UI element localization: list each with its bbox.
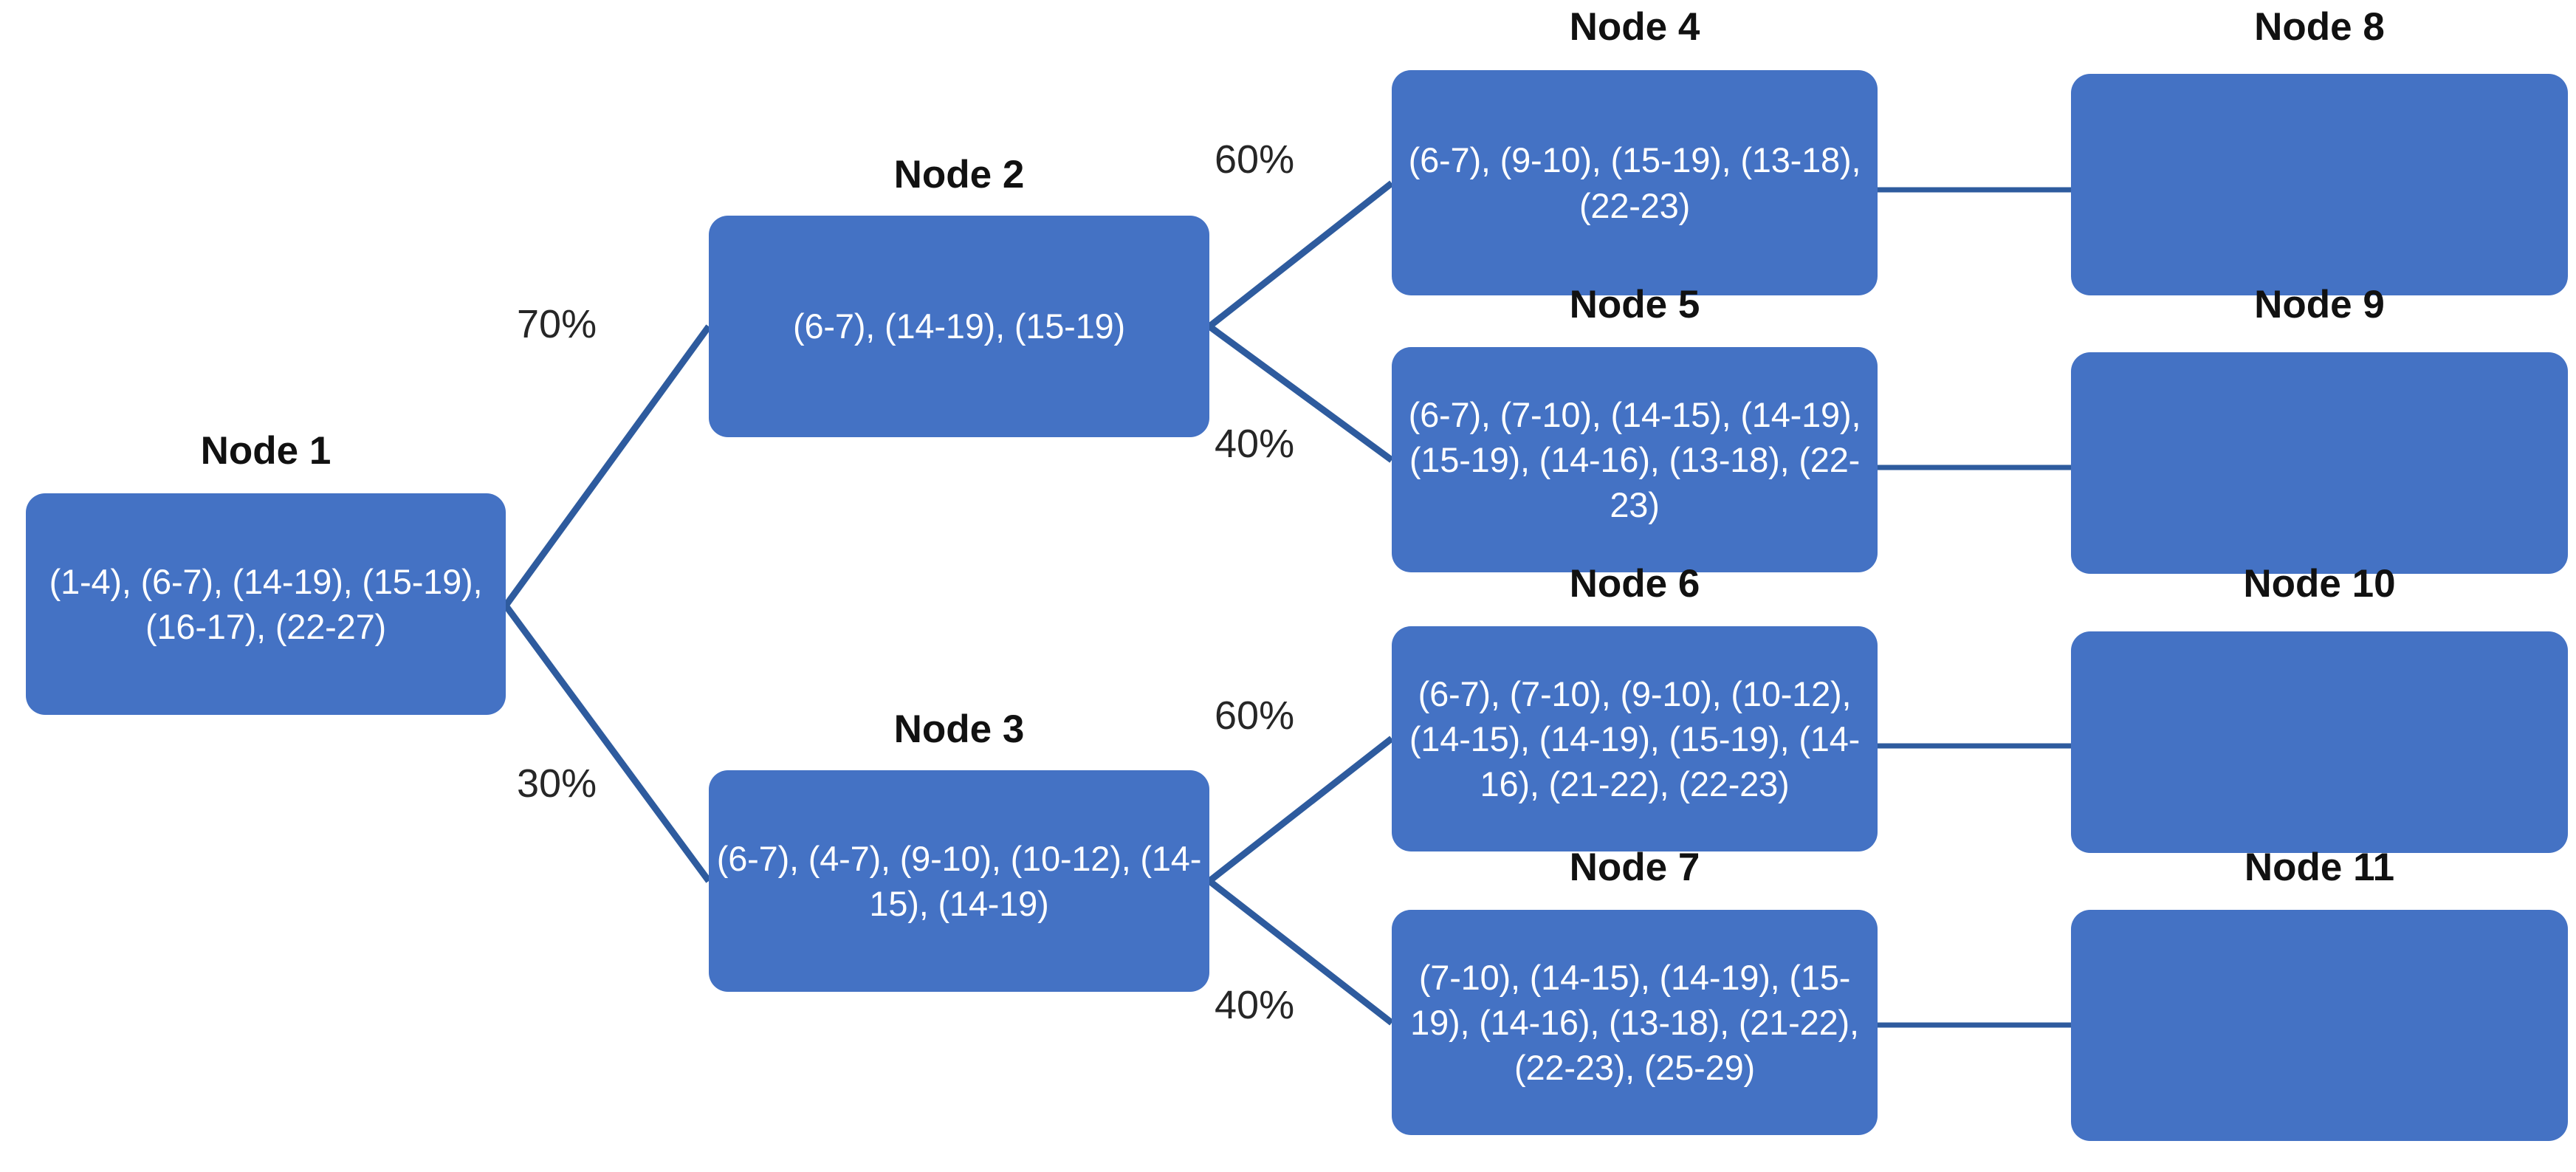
node-content-node7: (7-10), (14-15), (14-19), (15-19), (14-1… (1410, 957, 1859, 1088)
edge-label-node1-to-node2: 70% (517, 302, 597, 346)
node-title-node9: Node 9 (2254, 283, 2385, 326)
node-title-node11: Node 11 (2244, 846, 2395, 889)
node-box-node7[interactable]: (7-10), (14-15), (14-19), (15-19), (14-1… (1392, 910, 1878, 1135)
node-box-node1[interactable]: (1-4), (6-7), (14-19), (15-19), (16-17),… (26, 493, 506, 715)
node-box-node5[interactable]: (6-7), (7-10), (14-15), (14-19), (15-19)… (1392, 347, 1878, 572)
edge-node1-to-node3 (503, 603, 712, 883)
edge-label-node2-to-node4: 60% (1215, 137, 1295, 182)
node-box-node10[interactable] (2071, 631, 2568, 853)
node-box-node11[interactable] (2071, 910, 2568, 1141)
node-title-node2: Node 2 (893, 153, 1025, 196)
node-title-node8: Node 8 (2254, 5, 2385, 49)
edge-node1-to-node2 (503, 324, 712, 608)
node-title-node4: Node 4 (1569, 5, 1700, 49)
node-box-node2[interactable]: (6-7), (14-19), (15-19) (709, 216, 1209, 437)
node-title-node3: Node 3 (893, 707, 1025, 751)
node-box-node9[interactable] (2071, 352, 2568, 574)
edge-node3-to-node6 (1207, 736, 1394, 884)
node-box-node3[interactable]: (6-7), (4-7), (9-10), (10-12), (14-15), … (709, 770, 1209, 992)
edge-node2-to-node4 (1207, 180, 1394, 329)
edge-label-node2-to-node5: 40% (1215, 422, 1295, 466)
node-content-node5: (6-7), (7-10), (14-15), (14-19), (15-19)… (1408, 394, 1861, 525)
node-content-node6: (6-7), (7-10), (9-10), (10-12), (14-15),… (1409, 674, 1861, 804)
node-content-node2: (6-7), (14-19), (15-19) (793, 306, 1125, 346)
node-title-node6: Node 6 (1569, 562, 1700, 606)
edge-label-node1-to-node3: 30% (517, 761, 597, 806)
node-content-node4: (6-7), (9-10), (15-19), (13-18), (22-23) (1408, 140, 1861, 225)
node-title-node7: Node 7 (1569, 846, 1700, 889)
node-box-node6[interactable]: (6-7), (7-10), (9-10), (10-12), (14-15),… (1392, 626, 1878, 851)
node-box-node8[interactable] (2071, 74, 2568, 295)
node-content-node3: (6-7), (4-7), (9-10), (10-12), (14-15), … (716, 838, 1202, 923)
node-title-node10: Node 10 (2243, 562, 2396, 606)
node-box-node4[interactable]: (6-7), (9-10), (15-19), (13-18), (22-23) (1392, 70, 1878, 295)
node-title-node1: Node 1 (200, 429, 332, 473)
edge-label-node3-to-node7: 40% (1215, 983, 1295, 1027)
edge-label-node3-to-node6: 60% (1215, 693, 1295, 738)
node-title-node5: Node 5 (1569, 283, 1700, 326)
node-content-node1: (1-4), (6-7), (14-19), (15-19), (16-17),… (49, 561, 483, 646)
